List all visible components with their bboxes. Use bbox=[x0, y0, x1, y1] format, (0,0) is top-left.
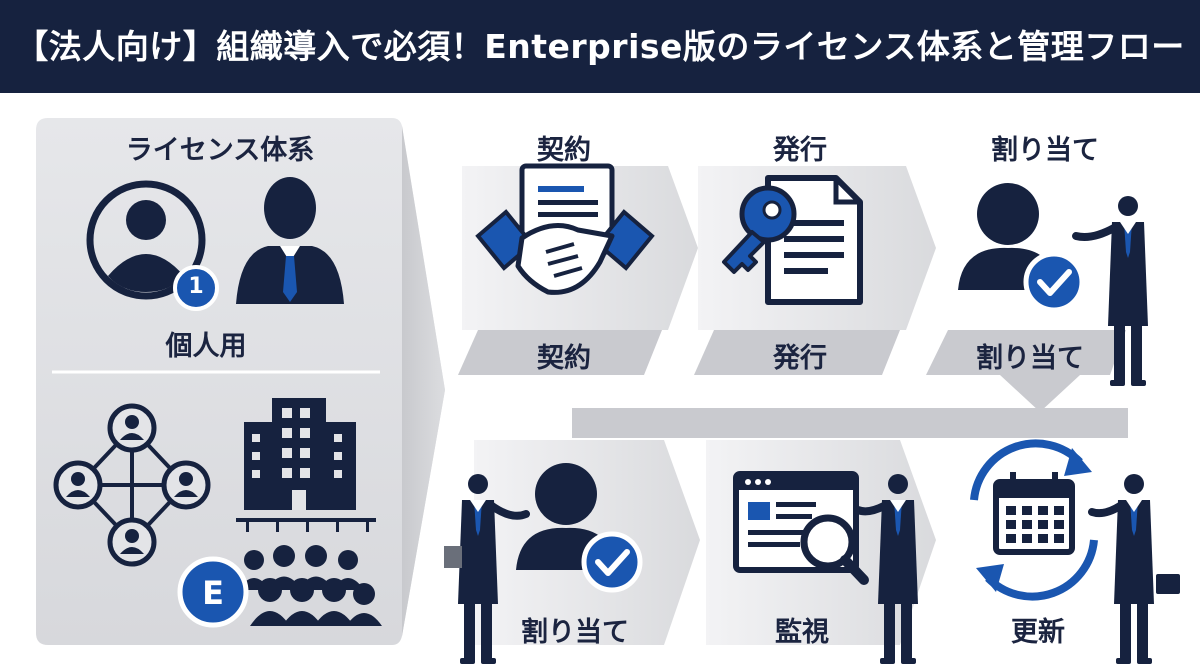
bottom-label-assign: 割り当て bbox=[521, 617, 629, 648]
handshake-icon bbox=[475, 209, 655, 295]
key-icon bbox=[722, 185, 797, 274]
banner-2 bbox=[694, 330, 900, 375]
connector-bar bbox=[572, 408, 1128, 438]
bottom-label-renew: 更新 bbox=[1011, 617, 1065, 648]
banner-label-issue: 発行 bbox=[773, 343, 827, 374]
page-title: 【法人向け】組織導入で必須！Enterprise版のライセンス体系と管理フロー bbox=[15, 27, 1185, 66]
license-panel bbox=[36, 118, 445, 645]
user-check-icon bbox=[958, 183, 1085, 313]
user-check-icon bbox=[516, 463, 643, 593]
license-panel-title: ライセンス体系 bbox=[125, 135, 315, 166]
banner-label-contract: 契約 bbox=[537, 343, 591, 374]
bottom-label-monitor: 監視 bbox=[775, 617, 829, 648]
network-node-people bbox=[66, 415, 198, 554]
building-icon bbox=[236, 398, 376, 532]
personal-label: 個人用 bbox=[165, 331, 247, 362]
banner-3 bbox=[926, 330, 1126, 375]
businessman-icon bbox=[236, 177, 344, 304]
presenter-icon bbox=[1072, 196, 1148, 386]
calendar-refresh-icon bbox=[970, 439, 1098, 601]
monitor-search-icon bbox=[733, 471, 869, 585]
banner-1 bbox=[458, 330, 662, 375]
enterprise-badge-letter: E bbox=[202, 574, 224, 612]
presenter-icon bbox=[444, 474, 530, 664]
diagram-canvas bbox=[36, 118, 1180, 664]
banner-label-assign: 割り当て bbox=[976, 343, 1084, 374]
presenter-icon bbox=[1088, 474, 1180, 664]
user-circle-icon bbox=[86, 180, 219, 311]
main-chevron bbox=[402, 126, 445, 636]
personal-badge: 1 bbox=[188, 274, 204, 299]
step-title-issue: 発行 bbox=[773, 135, 827, 166]
step-title-assign: 割り当て bbox=[991, 135, 1099, 166]
crowd-icon bbox=[238, 545, 382, 626]
presenter-icon bbox=[854, 474, 918, 664]
step-title-contract: 契約 bbox=[537, 135, 591, 166]
enterprise-badge bbox=[177, 556, 249, 628]
license-panel-bg bbox=[36, 118, 445, 645]
title-bar bbox=[0, 0, 1200, 93]
connector-arrow bbox=[1000, 375, 1080, 412]
